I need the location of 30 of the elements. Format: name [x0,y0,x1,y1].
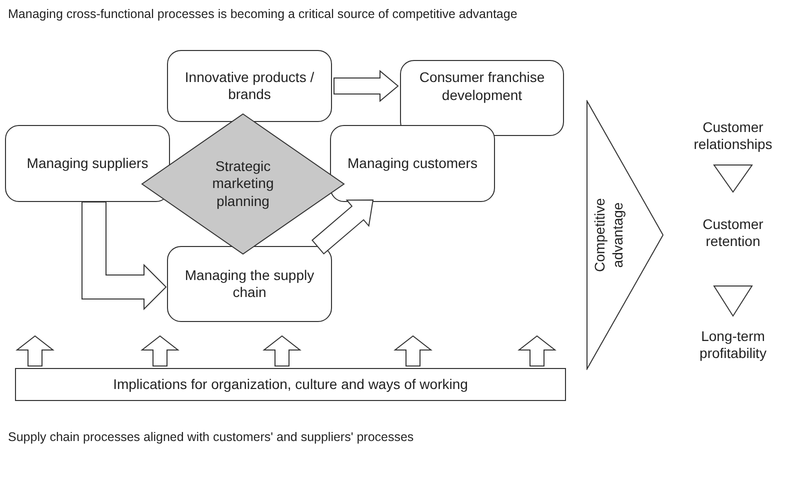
process-box [400,60,564,136]
block-arrow [16,335,54,366]
triangle-arrow [713,164,753,193]
process-box [5,125,170,202]
node-label: Managing suppliers [26,154,148,172]
caption: Supply chain processes aligned with customers' and suppliers' processes [8,429,414,446]
node-label: Implications for organization, culture and ways of working [113,376,468,394]
implications-bar [15,368,566,401]
node-label: Customer retention [702,216,764,250]
block-arrow [518,335,556,366]
process-box [167,246,332,322]
block-arrow [312,200,374,254]
triangle-arrow [713,286,753,317]
node-label: Consumer franchise development [418,69,546,104]
block-arrow [82,202,167,310]
node-label: Long-term profitability [698,328,768,362]
block-arrow [394,335,432,366]
node-label: Managing customers [348,154,478,172]
node-label: Customer relationships [692,118,774,154]
node-label: Innovative products / brands [184,68,316,104]
node-label: Managing the supply chain [184,266,316,302]
node-label: Competitive advantage [592,197,626,274]
chevron-triangle [586,100,664,370]
node-label: Strategic marketing planning [211,158,275,210]
title: Managing cross-functional processes is becoming a critical source of competitive advantage [8,6,518,23]
block-arrow [140,335,180,366]
process-box [167,50,332,122]
process-box [330,125,495,202]
block-arrow [262,335,302,366]
block-arrow [334,70,399,102]
